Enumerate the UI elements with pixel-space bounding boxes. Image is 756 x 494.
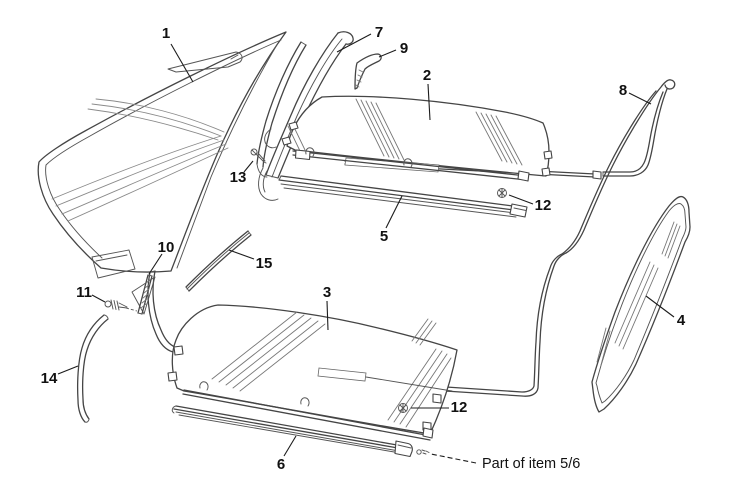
leader-10 [148, 253, 163, 275]
callout-6: 6 [277, 456, 285, 473]
callout-2: 2 [423, 67, 431, 84]
callout-9: 9 [400, 40, 408, 57]
callout-10: 10 [158, 239, 175, 256]
molding-strip-6 [171, 405, 413, 458]
grommet-12-upper [497, 188, 507, 198]
leader-15 [228, 249, 255, 260]
screw-part-of-5-6 [416, 449, 430, 455]
leader-5 [385, 195, 403, 229]
a-pillar-side-trim [256, 41, 307, 178]
callout-8: 8 [619, 82, 627, 99]
callout-13: 13 [230, 169, 247, 186]
callout-labels: 1 2 3 4 5 6 7 8 9 10 11 12 12 13 14 15 P… [41, 24, 686, 473]
run-channel-curve [147, 270, 179, 353]
grommet-12-lower [398, 403, 408, 413]
leader-9 [378, 49, 397, 58]
leader-4 [645, 295, 675, 318]
callout-5: 5 [380, 228, 388, 245]
leader-7 [336, 33, 372, 53]
leader-8 [628, 92, 652, 105]
leader-13 [243, 160, 254, 173]
edge-strip-14 [76, 314, 109, 423]
quarter-glass-4 [591, 195, 691, 413]
molding-strip-5 [278, 175, 528, 218]
callout-12a: 12 [535, 197, 552, 214]
leader-note [430, 453, 477, 464]
leader-12a [508, 194, 534, 205]
leader-1 [170, 43, 194, 83]
clip-11 [104, 299, 128, 311]
callout-1: 1 [162, 25, 170, 42]
division-bracket-10 [125, 274, 156, 315]
callout-7: 7 [375, 24, 383, 41]
leader-2 [427, 83, 431, 121]
callout-15: 15 [256, 255, 273, 272]
callout-14: 14 [41, 370, 58, 387]
leader-lines [57, 33, 675, 464]
door-glass-front [281, 95, 553, 182]
screw-13 [250, 148, 267, 164]
door-glass-rear [167, 304, 458, 441]
note-part-of-item: Part of item 5/6 [482, 456, 580, 472]
callout-3: 3 [323, 284, 331, 301]
door-bracket [258, 128, 279, 201]
leader-6 [283, 435, 297, 457]
callout-12b: 12 [451, 399, 468, 416]
windshield-glass [37, 31, 287, 279]
callout-11: 11 [76, 284, 92, 301]
corner-wedge-9 [354, 53, 382, 90]
trim-strip-15 [185, 230, 252, 292]
leader-3 [326, 300, 329, 331]
callout-4: 4 [677, 312, 686, 329]
leader-11 [91, 294, 106, 303]
leader-14 [57, 365, 79, 375]
